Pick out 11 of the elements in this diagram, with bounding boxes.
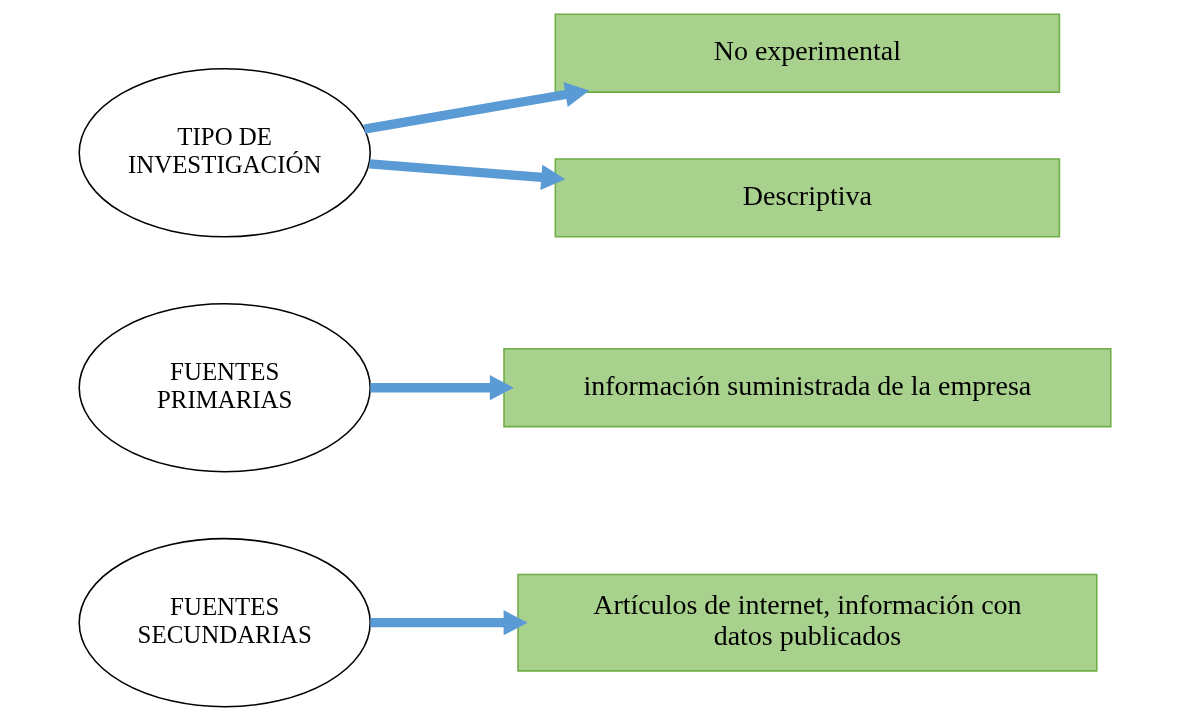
arrow	[363, 82, 590, 134]
arrow	[369, 159, 566, 190]
arrow	[370, 610, 528, 636]
node-box: Artículos de internet, información con datos publicados	[517, 573, 1098, 672]
node-ellipse: FUENTES SECUNDARIAS	[78, 537, 371, 708]
node-ellipse: TIPO DE INVESTIGACIÓN	[78, 68, 371, 238]
arrow	[370, 375, 514, 401]
node-box: información suministrada de la empresa	[503, 348, 1112, 428]
node-box: No experimental	[554, 13, 1061, 93]
node-ellipse: FUENTES PRIMARIAS	[78, 302, 371, 473]
node-box: Descriptiva	[554, 158, 1061, 238]
